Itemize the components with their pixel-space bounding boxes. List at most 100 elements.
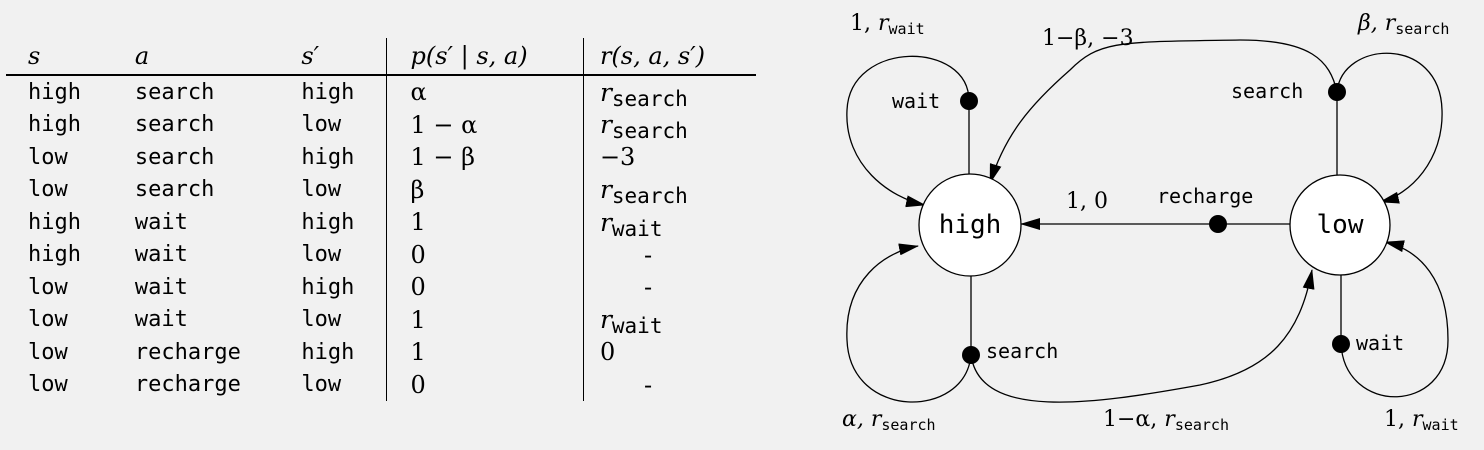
reward-value: 0 [599, 338, 616, 367]
state-label-high: high [939, 210, 1002, 240]
edge-low-wait-loop [1340, 240, 1449, 398]
action-label-high-wait: wait [892, 89, 940, 113]
cell-probability: 1 [385, 336, 584, 369]
table-row: low recharge low 0 - [6, 368, 756, 401]
reward-symbol: r [599, 175, 612, 205]
cell-probability: 0 [385, 238, 584, 271]
cell-s-prime: high [301, 339, 355, 365]
cell-a: wait [134, 209, 188, 235]
cell-probability: 1 [385, 303, 584, 336]
cell-a: search [134, 144, 215, 170]
cell-s: high [28, 209, 81, 235]
cell-probability: 0 [385, 271, 584, 304]
action-dot-recharge [1209, 215, 1227, 233]
table-header-row: s a s′ p(s′ | s, a) r(s, a, s′) [6, 38, 756, 76]
cell-a: recharge [134, 339, 241, 365]
state-node-high: high [918, 173, 1022, 277]
cell-reward: - [582, 368, 756, 401]
reward-symbol: r [599, 207, 612, 237]
reward-value: - [643, 370, 653, 399]
reward-subscript: search [611, 184, 688, 209]
cell-a: search [134, 79, 215, 105]
header-probability: p(s′ | s, a) [385, 38, 584, 76]
cell-a: wait [134, 274, 188, 300]
action-dot-low-search [1328, 83, 1346, 101]
cell-s-prime: high [301, 274, 355, 300]
edge-label-high-wait-loop: 1, rwait [850, 11, 925, 38]
reward-symbol: r [599, 305, 612, 335]
header-reward: r(s, a, s′) [582, 38, 756, 76]
action-dot-low-wait [1332, 335, 1350, 353]
cell-s: high [28, 79, 81, 105]
cell-s-prime: low [301, 307, 342, 333]
cell-probability: α [385, 75, 584, 109]
reward-symbol: r [599, 110, 612, 140]
cell-probability: 1 − α [385, 108, 584, 141]
reward-value: - [643, 240, 653, 269]
cell-a: wait [134, 307, 188, 333]
cell-reward: rsearch [582, 108, 756, 144]
action-label-low-search: search [1231, 79, 1303, 103]
header-s-prime: s′ [301, 38, 386, 76]
cell-s-prime: low [301, 112, 342, 138]
reward-value: −3 [599, 143, 636, 172]
cell-s-prime: high [301, 209, 355, 235]
edge-high-search-loop [846, 243, 972, 403]
edge-high-search-to-low [970, 269, 1315, 403]
header-a: a [134, 38, 302, 76]
edge-label-low-search-loop: β, rsearch [1357, 11, 1449, 38]
cell-a: wait [134, 242, 188, 268]
cell-reward: - [582, 238, 756, 271]
edge-low-search-to-high [989, 39, 1338, 184]
header-s: s [6, 38, 135, 76]
reward-subscript: search [611, 86, 688, 111]
cell-s-prime: high [301, 144, 355, 170]
cell-reward: - [582, 271, 756, 304]
cell-s: low [28, 177, 68, 203]
edge-high-wait-loop [846, 55, 970, 208]
cell-s-prime: low [301, 372, 342, 398]
cell-probability: 0 [385, 368, 584, 401]
edge-label-low-wait-loop: 1, rwait [1384, 407, 1459, 434]
action-label-high-search: search [986, 339, 1058, 363]
action-dot-high-search [962, 346, 980, 364]
cell-s: low [28, 307, 68, 333]
cell-reward: rsearch [582, 75, 756, 111]
cell-reward: 0 [582, 336, 756, 369]
action-label-low-wait: wait [1356, 331, 1404, 355]
cell-probability: 1 [385, 206, 584, 239]
action-dot-high-wait [960, 92, 978, 110]
edge-low-search-loop [1336, 52, 1443, 204]
edge-label-high-search-loop: α, rsearch [842, 407, 936, 434]
cell-s: low [28, 144, 68, 170]
cell-a: recharge [134, 372, 241, 398]
cell-s: low [28, 339, 68, 365]
cell-reward: −3 [582, 141, 756, 174]
cell-s-prime: high [301, 79, 355, 105]
edge-label-high-search-to-low: 1−α, rsearch [1103, 407, 1229, 434]
edge-label-recharge-to-high: 1, 0 [1066, 189, 1108, 214]
reward-subscript: search [611, 119, 688, 144]
cell-reward: rwait [582, 206, 756, 241]
action-label-recharge: recharge [1157, 184, 1253, 208]
cell-probability: β [385, 173, 584, 206]
cell-s: high [28, 112, 81, 138]
transition-table: s a s′ p(s′ | s, a) r(s, a, s′) high sear… [6, 38, 756, 408]
reward-value: - [643, 273, 653, 302]
cell-s: low [28, 372, 68, 398]
reward-subscript: wait [611, 216, 663, 241]
cell-probability: 1 − β [385, 141, 584, 174]
state-label-low: low [1317, 210, 1364, 240]
cell-s-prime: low [301, 242, 342, 268]
cell-reward: rwait [582, 303, 756, 338]
